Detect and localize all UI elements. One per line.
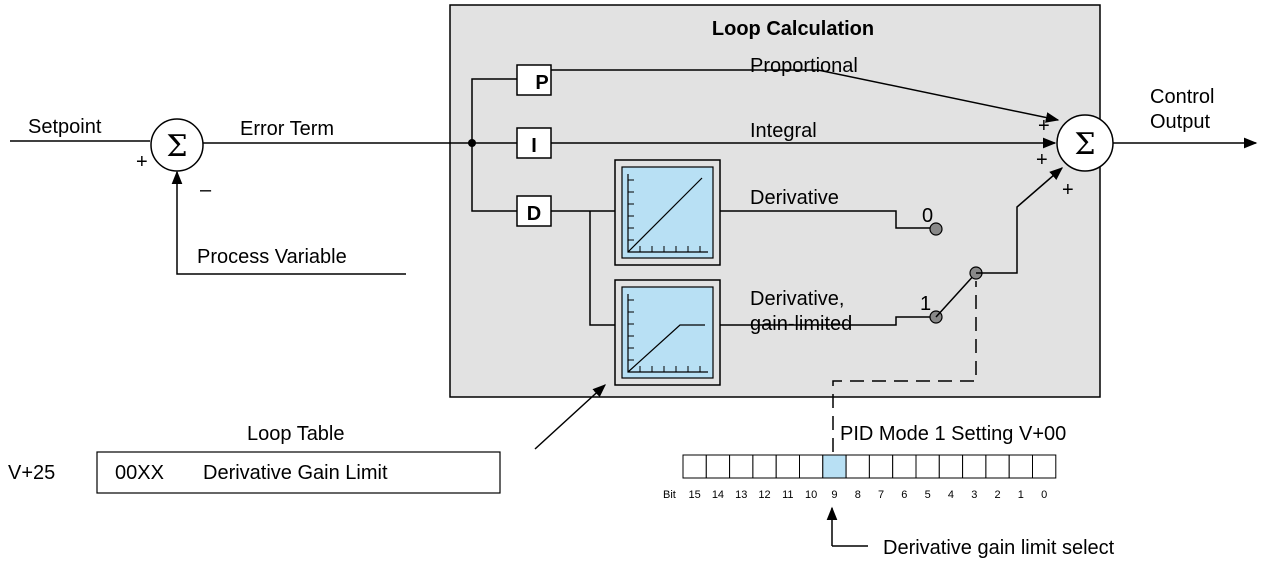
process-variable-feedback	[171, 170, 406, 275]
proportional-label: Proportional	[750, 55, 858, 77]
bit-number-14: 14	[712, 489, 724, 501]
bit-number-3: 3	[971, 489, 977, 501]
d-block-label: D	[527, 203, 541, 225]
loop-table-description: Derivative Gain Limit	[203, 462, 388, 484]
setpoint-label: Setpoint	[28, 116, 102, 138]
control-output-label-2: Output	[1150, 111, 1210, 133]
p-block	[516, 64, 552, 96]
bit-cell-9	[822, 454, 847, 479]
switch-contact-0	[929, 222, 943, 236]
proportional-path	[551, 69, 1060, 123]
bit-number-8: 8	[855, 489, 861, 501]
loop-table-row	[96, 451, 501, 494]
bit-cell-15	[682, 454, 707, 479]
derivative-out-line	[720, 210, 934, 229]
bit-cell-12	[752, 454, 777, 479]
sum-plus-derivative: +	[1062, 179, 1074, 201]
bit-cell-1	[1008, 454, 1034, 479]
bit-number-5: 5	[925, 489, 931, 501]
bit-label: Bit	[663, 489, 676, 501]
switch-pos0-label: 0	[922, 205, 933, 227]
error-term-label: Error Term	[240, 118, 334, 140]
bit-number-4: 4	[948, 489, 954, 501]
derivative-limited-feed	[589, 211, 620, 326]
bit-cell-0	[1032, 454, 1057, 479]
bit-number-6: 6	[901, 489, 907, 501]
pv-minus-sign: –	[200, 179, 212, 201]
bit-number-0: 0	[1041, 489, 1047, 501]
bit-cell-11	[775, 454, 801, 479]
sum-plus-integral: +	[1036, 149, 1048, 171]
switch-output-line	[976, 167, 1064, 274]
bit-cell-10	[799, 454, 824, 479]
derivative-limited-label-1: Derivative,	[750, 288, 844, 310]
bit-cell-3	[962, 454, 987, 479]
bit-number-10: 10	[805, 489, 817, 501]
bit-cell-5	[915, 454, 940, 479]
gain-limit-select-label: Derivative gain limit select	[883, 537, 1115, 559]
loop-table-pointer-arrow	[534, 384, 606, 450]
i-block-label: I	[531, 135, 537, 157]
bit-number-12: 12	[758, 489, 770, 501]
pid-mode-title: PID Mode 1 Setting V+00	[840, 423, 1066, 445]
bit-number-2: 2	[994, 489, 1000, 501]
loop-calculation-title: Loop Calculation	[712, 18, 874, 40]
derivative-limited-graph	[614, 279, 721, 386]
derivative-limited-out-line	[720, 316, 934, 326]
bit-cell-14	[705, 454, 731, 479]
bit-select-dashed-line	[832, 281, 977, 452]
error-sum-symbol: Σ	[166, 129, 187, 164]
bit-number-11: 11	[782, 489, 793, 501]
derivative-label: Derivative	[750, 187, 839, 209]
bit-number-1: 1	[1018, 489, 1024, 501]
output-sum-symbol: Σ	[1074, 127, 1095, 162]
bit-cell-2	[985, 454, 1010, 479]
bit-cell-13	[729, 454, 754, 479]
bit-cell-6	[892, 454, 917, 479]
bit-cell-7	[868, 454, 894, 479]
pid-mode-register	[682, 454, 1057, 479]
derivative-limited-label-2: gain-limited	[750, 313, 852, 335]
control-output-label-1: Control	[1150, 86, 1214, 108]
p-block-label: P	[535, 72, 548, 94]
loop-table-address: V+25	[8, 462, 55, 484]
bit-number-9: 9	[831, 489, 837, 501]
branch-bus	[471, 78, 517, 212]
integral-label: Integral	[750, 120, 817, 142]
process-variable-label: Process Variable	[197, 246, 347, 268]
derivative-graph	[614, 159, 721, 266]
switch-pos1-label: 1	[920, 293, 931, 315]
bit-number-15: 15	[689, 489, 701, 501]
setpoint-plus-sign: +	[136, 151, 148, 173]
loop-table-value: 00XX	[115, 462, 164, 484]
switch-arm	[935, 272, 977, 318]
sum-plus-proportional: +	[1038, 115, 1050, 137]
bit-cell-8	[845, 454, 870, 479]
loop-table-title: Loop Table	[247, 423, 345, 445]
bit-number-7: 7	[878, 489, 884, 501]
bit-cell-4	[938, 454, 964, 479]
bit-number-13: 13	[735, 489, 747, 501]
